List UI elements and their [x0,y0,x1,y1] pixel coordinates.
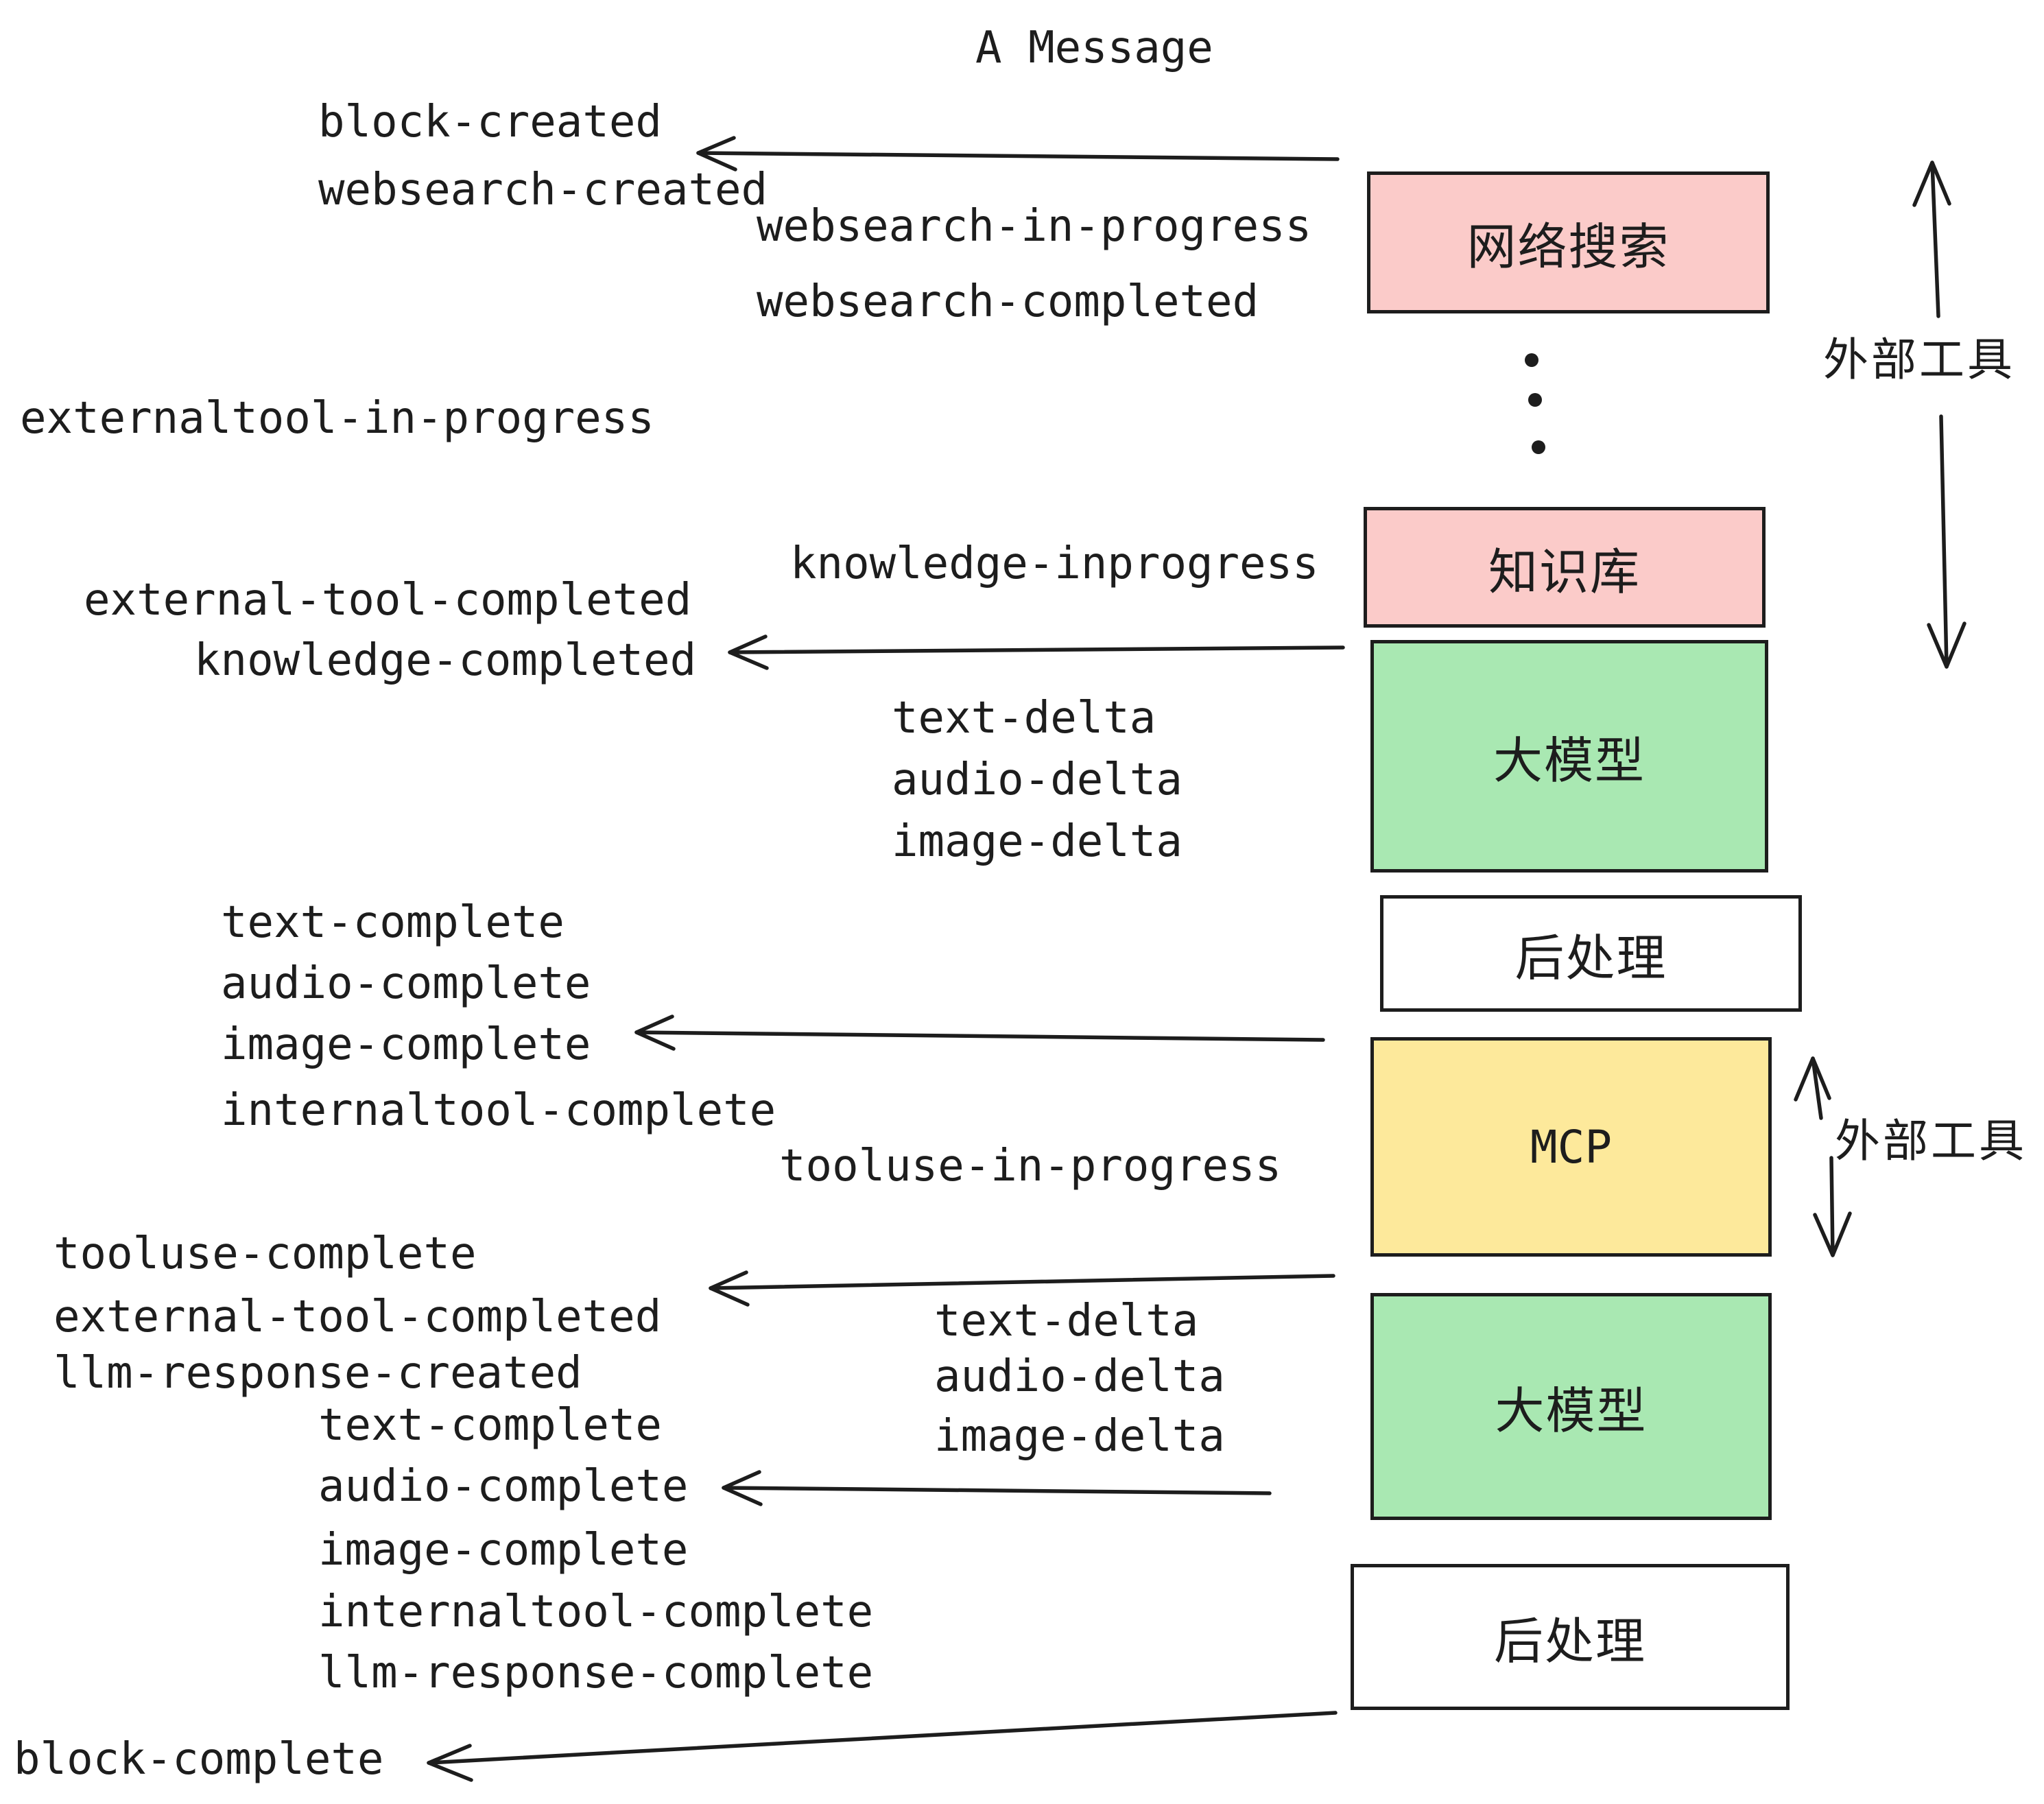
event-tooluse-complete: tooluse-complete [54,1229,477,1279]
event-websearch-completed: websearch-completed [757,276,1259,327]
external-tools-label-mcp: 外部工具 [1835,1115,2027,1166]
event-text-delta-2: text-delta [934,1296,1199,1346]
ellipsis-dot [1532,440,1545,454]
event-audio-complete-1: audio-complete [221,958,591,1009]
box-websearch: 网络搜索 [1367,171,1770,313]
box-llm-top: 大模型 [1370,640,1768,873]
event-audio-delta-2: audio-delta [934,1351,1225,1402]
event-externaltool-in-progress: externaltool-in-progress [20,393,654,444]
event-image-delta-2: image-delta [934,1411,1225,1462]
arrow-image-complete [634,1014,1325,1051]
event-image-complete-1: image-complete [221,1019,591,1070]
event-audio-delta-1: audio-delta [892,755,1183,805]
ellipsis-dot [1525,353,1538,367]
event-text-delta-1: text-delta [892,693,1156,744]
event-audio-complete-2: audio-complete [318,1461,689,1512]
diagram-title: A Message [975,23,1213,73]
event-internaltool-complete-2: internaltool-complete [318,1587,874,1637]
box-knowledge-base: 知识库 [1364,507,1766,628]
arrow-audio-complete [722,1470,1272,1506]
box-label: 后处理 [1493,1615,1646,1670]
box-label: 网络搜索 [1466,220,1670,275]
box-llm-bottom: 大模型 [1370,1293,1772,1520]
event-image-complete-2: image-complete [318,1525,689,1576]
event-external-tool-completed-2: external-tool-completed [54,1292,662,1342]
box-label: 大模型 [1493,734,1645,789]
event-llm-response-created: llm-response-created [54,1348,582,1399]
external-tools-label-top: 外部工具 [1823,334,2015,385]
event-block-complete: block-complete [14,1734,384,1785]
event-text-complete-2: text-complete [318,1400,662,1451]
event-block-created: block-created [318,97,662,147]
arrow-block-complete [427,1711,1338,1782]
box-label: MCP [1530,1120,1613,1174]
box-post-process-top: 后处理 [1380,895,1802,1012]
box-label: 后处理 [1514,931,1667,986]
event-tooluse-in-progress: tooluse-in-progress [779,1141,1282,1191]
box-label: 知识库 [1488,545,1641,600]
event-knowledge-inprogress: knowledge-inprogress [790,538,1319,589]
event-external-tool-completed-1: external-tool-completed [84,575,692,626]
external-tools-up-arrow-top [1912,161,1951,318]
box-post-process-bottom: 后处理 [1351,1564,1790,1710]
arrow-knowledge-completed [728,634,1345,670]
external-tools-down-arrow-mcp [1813,1156,1852,1257]
box-label: 大模型 [1495,1384,1648,1439]
external-tools-up-arrow-mcp [1794,1056,1831,1120]
event-llm-response-complete: llm-response-complete [318,1648,874,1698]
event-text-complete-1: text-complete [221,897,565,948]
event-knowledge-completed: knowledge-completed [194,635,697,686]
event-image-delta-1: image-delta [892,816,1183,867]
event-internaltool-complete-1: internaltool-complete [221,1085,776,1136]
box-mcp: MCP [1370,1037,1772,1257]
external-tools-down-arrow-top [1927,414,1966,669]
arrow-websearch-created [696,136,1340,171]
ellipsis-dot [1528,393,1542,407]
event-websearch-in-progress: websearch-in-progress [757,201,1312,252]
event-websearch-created: websearch-created [318,165,768,215]
